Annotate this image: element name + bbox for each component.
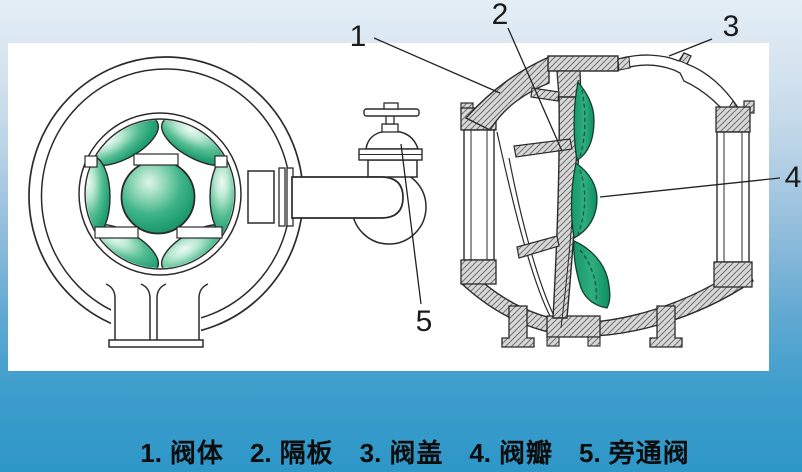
- caption-item: 4. 阀瓣: [469, 433, 553, 470]
- bypass-pipe: [247, 159, 427, 245]
- bypass-valve-body: [367, 159, 418, 178]
- section-valve-discs: [570, 80, 611, 309]
- caption-item: 5. 旁通阀: [579, 433, 690, 470]
- callouts: [373, 27, 781, 305]
- bypass-valve: [358, 102, 423, 161]
- caption-item-label: 阀体: [169, 438, 224, 468]
- caption-item-label: 隔板: [279, 438, 334, 468]
- caption-item: 1. 阀体: [140, 433, 224, 470]
- caption-item-label: 阀瓣: [499, 438, 554, 468]
- leader-line-1: [373, 37, 501, 94]
- caption-item-number: 2.: [249, 438, 272, 468]
- partition-strut: [516, 235, 560, 259]
- callout-3: 3: [723, 10, 740, 43]
- bypass-handwheel: [363, 108, 420, 117]
- caption-item: 2. 隔板: [250, 433, 334, 470]
- callout-5: 5: [416, 305, 433, 338]
- caption-item-number: 4.: [469, 438, 492, 468]
- callout-1: 1: [350, 20, 367, 53]
- caption-item-label: 阀盖: [389, 438, 444, 468]
- leader-line-4: [599, 177, 781, 198]
- partition-ledge: [513, 138, 573, 158]
- valve-disc-section: [573, 240, 611, 309]
- leader-line-3: [668, 38, 713, 57]
- caption-item-number: 3.: [359, 438, 382, 468]
- valve-front-view: [28, 56, 427, 348]
- caption-item: 3. 阀盖: [360, 433, 444, 470]
- caption-item-number: 1.: [140, 438, 162, 468]
- disc-retainer-bars: [84, 153, 228, 239]
- leader-line-5: [400, 143, 422, 305]
- figure-caption: 1. 阀体 2. 隔板 3. 阀盖 4. 阀瓣 5. 旁通阀: [14, 433, 802, 470]
- leader-line-2: [507, 27, 563, 152]
- valve-section-view: [460, 52, 755, 348]
- top-boss: [547, 55, 619, 72]
- callout-labels: 1 2 3 4 5: [350, 0, 802, 338]
- section-foot-right: [649, 305, 683, 348]
- caption-item-label: 旁通阀: [608, 438, 690, 468]
- callout-2: 2: [492, 0, 509, 31]
- section-foot-left: [501, 305, 535, 348]
- caption-item-number: 5.: [579, 438, 601, 468]
- callout-4: 4: [785, 161, 802, 194]
- front-feet: [105, 283, 209, 348]
- valve-disc-center: [120, 159, 196, 235]
- valve-disc-section: [573, 80, 595, 162]
